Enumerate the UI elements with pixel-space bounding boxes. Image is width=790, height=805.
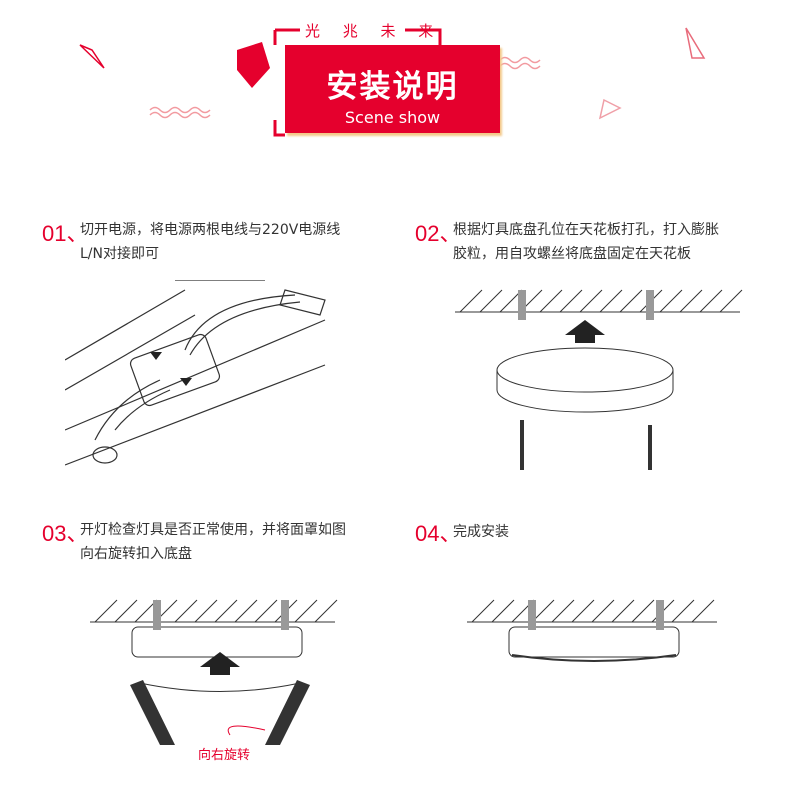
step-2-line-2: 胶粒，用自攻螺丝将底盘固定在天花板 bbox=[453, 246, 691, 262]
installed-illustration bbox=[467, 599, 717, 662]
title-banner: 安装说明 Scene show bbox=[285, 45, 500, 133]
header-decoration bbox=[79, 27, 706, 137]
step-3-number: 03、 bbox=[42, 521, 89, 546]
ceiling-mount-illustration bbox=[455, 289, 743, 470]
step-2-text: 根据灯具底盘孔位在天花板打孔，打入膨胀 胶粒，用自攻螺丝将底盘固定在天花板 bbox=[453, 218, 719, 266]
step-2-number: 02、 bbox=[415, 221, 462, 246]
cover-rotate-illustration bbox=[90, 599, 338, 745]
page-subtitle: Scene show bbox=[344, 108, 441, 127]
step-4-text: 完成安装 bbox=[453, 524, 509, 540]
step-2-line-1: 根据灯具底盘孔位在天花板打孔，打入膨胀 bbox=[453, 222, 719, 238]
page-title: 安装说明 bbox=[326, 69, 459, 105]
wiring-illustration bbox=[65, 280, 326, 466]
step-3-line-1: 开灯检查灯具是否正常使用，并将面罩如图 bbox=[80, 522, 346, 538]
step-1-line-2: L/N对接即可 bbox=[80, 246, 159, 262]
step-1-number: 01、 bbox=[42, 221, 89, 246]
rotate-right-label: 向右旋转 bbox=[198, 748, 251, 763]
step-1-line-1: 切开电源，将电源两根电线与220V电源线 bbox=[80, 222, 341, 238]
step-3-line-2: 向右旋转扣入底盘 bbox=[80, 546, 192, 562]
step-3-text: 开灯检查灯具是否正常使用，并将面罩如图 向右旋转扣入底盘 bbox=[80, 518, 346, 566]
brand-name: 光 兆 未 来 bbox=[305, 22, 443, 40]
step-4-number: 04、 bbox=[415, 521, 462, 546]
step-1-text: 切开电源，将电源两根电线与220V电源线 L/N对接即可 bbox=[80, 218, 340, 266]
